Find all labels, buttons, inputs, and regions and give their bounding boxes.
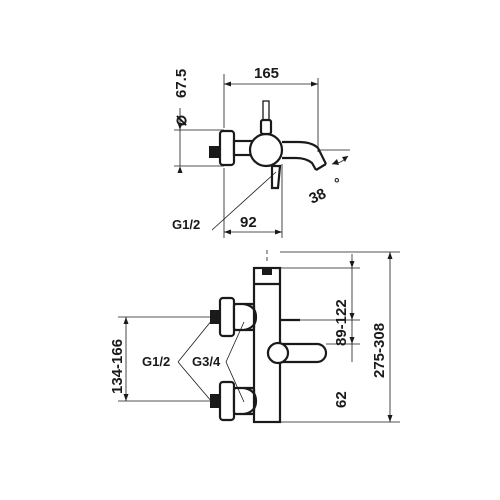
top-spout xyxy=(282,140,327,165)
connection-spacing-dimension: 134-166 xyxy=(109,316,212,402)
top-view: 165 ⌀ 67.5 xyxy=(170,65,350,238)
upper-height-label: 89-122 xyxy=(333,299,350,346)
front-lower-nut xyxy=(210,394,220,408)
width-dimension: 165 xyxy=(223,65,319,152)
diameter-dimension: ⌀ 67.5 xyxy=(170,69,224,173)
width-dim-label: 165 xyxy=(254,65,279,82)
thread-label-b: G3/4 xyxy=(192,354,221,369)
top-eccentric-connector xyxy=(218,129,236,167)
total-height-label: 275-308 xyxy=(371,323,388,378)
top-connection-nut xyxy=(209,146,219,158)
offset-dimension: 92 xyxy=(223,164,283,238)
front-top-marker xyxy=(262,268,272,275)
thread-label-top: G1/2 xyxy=(172,217,200,232)
angle-dim-label: 38 xyxy=(307,185,329,207)
diameter-dim-label: 67.5 xyxy=(173,69,190,98)
spout-dimension: 62 xyxy=(326,320,360,408)
connection-spacing-label: 134-166 xyxy=(109,339,126,394)
diameter-symbol: ⌀ xyxy=(170,115,190,126)
degree-symbol: ° xyxy=(334,175,340,191)
top-valve-body xyxy=(248,132,284,168)
thread-label-a: G1/2 xyxy=(142,354,170,369)
front-view: 275-308 89-122 62 134-166 xyxy=(109,250,400,424)
upper-height-dimension: 89-122 xyxy=(280,254,360,346)
front-upper-connector xyxy=(218,296,236,338)
front-lower-connector xyxy=(218,380,236,422)
front-diverter-knob xyxy=(266,341,290,365)
top-hose-outlet xyxy=(270,164,282,190)
front-upper-nut xyxy=(210,310,220,324)
thread-leader-top: G1/2 xyxy=(172,171,277,232)
angle-dimension: 38 ° xyxy=(307,149,350,208)
spout-dim-label: 62 xyxy=(333,391,350,408)
top-diverter-base xyxy=(259,118,273,136)
thread-leaders-front: G1/2 G3/4 xyxy=(142,319,245,403)
total-height-dimension: 275-308 xyxy=(280,251,400,423)
offset-dim-label: 92 xyxy=(240,214,257,231)
